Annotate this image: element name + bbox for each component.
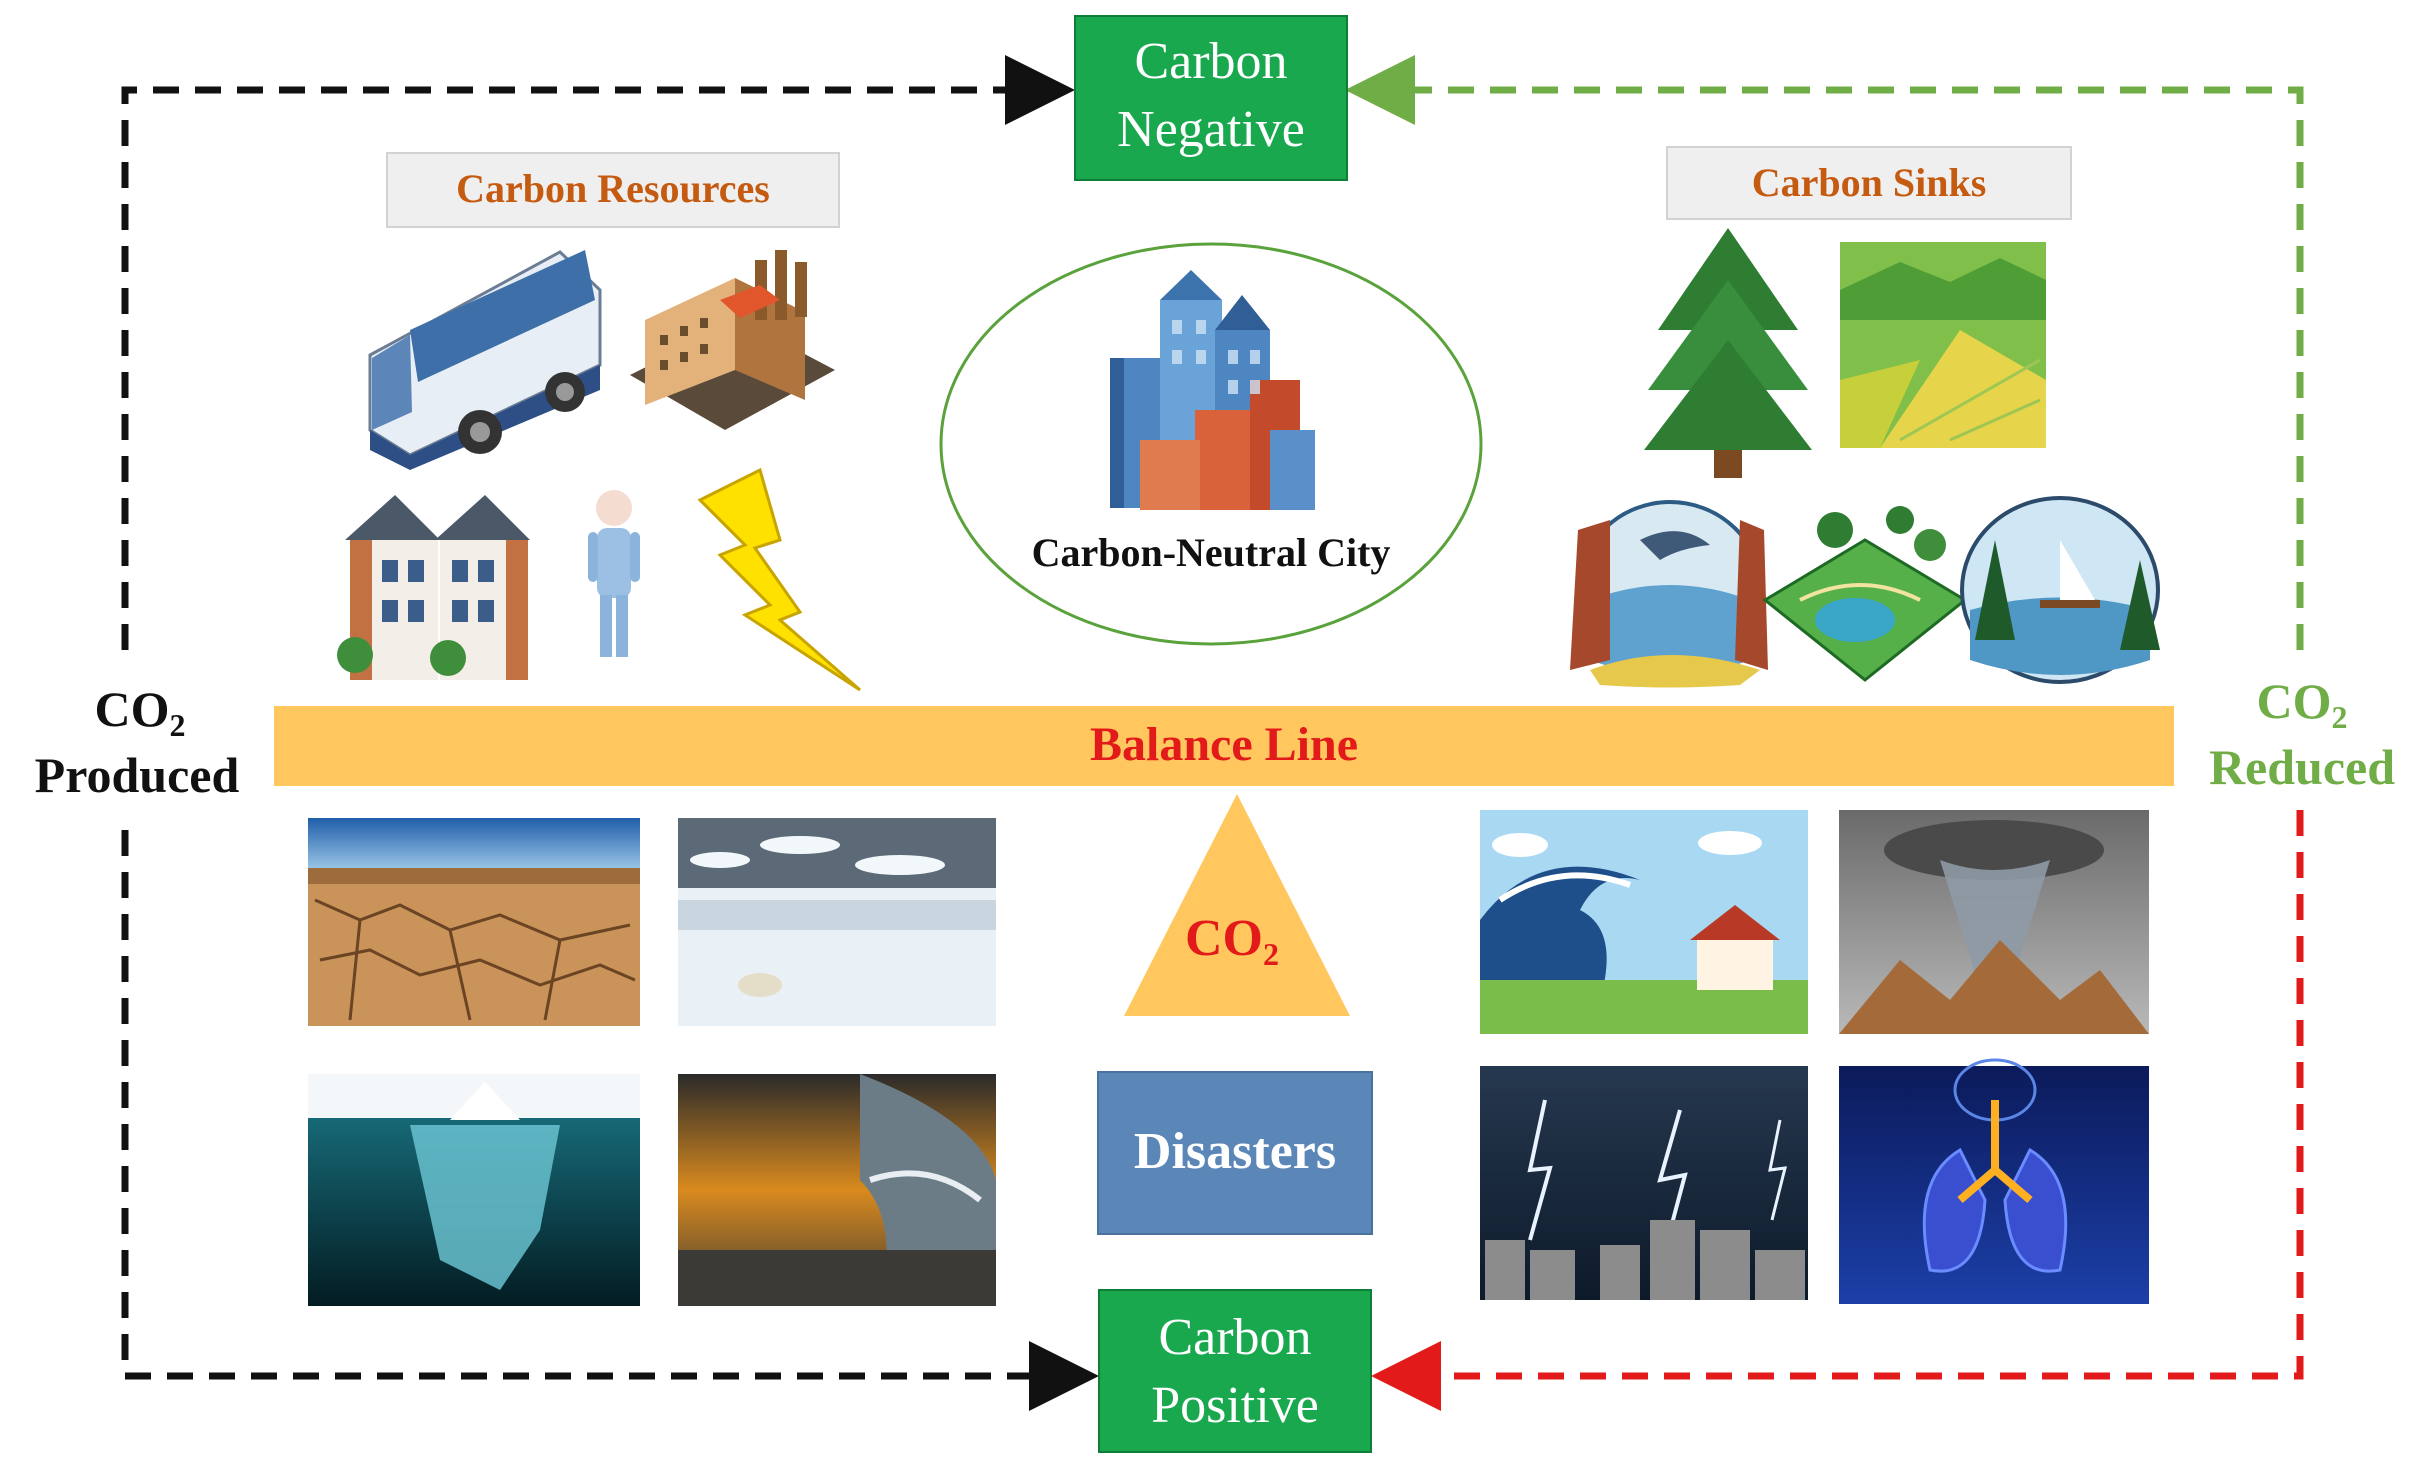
co2-produced-base: CO bbox=[95, 681, 170, 737]
lung-disease-image bbox=[1839, 1058, 2149, 1304]
co2-triangle-base: CO bbox=[1185, 910, 1263, 967]
co2-produced-label: CO2 Produced bbox=[10, 665, 260, 805]
farmland-icon bbox=[1840, 242, 2046, 448]
person-icon bbox=[588, 490, 640, 657]
co2-reduced-word: Reduced bbox=[2209, 739, 2395, 795]
carbon-positive-node: Carbon Positive bbox=[1098, 1289, 1372, 1453]
co2-reduced-loop-bottom bbox=[1371, 810, 2304, 1411]
carbon-neutral-city-node: Carbon-Neutral City bbox=[939, 242, 1483, 646]
co2-produced-sub: 2 bbox=[170, 707, 186, 743]
reduced-arrow-top bbox=[1345, 55, 2304, 650]
co2-triangle-node: CO2 bbox=[1124, 794, 1350, 1016]
factory-icon bbox=[630, 250, 835, 430]
lightning-icon bbox=[697, 467, 861, 692]
city-label: Carbon-Neutral City bbox=[1032, 530, 1391, 575]
melting-ice-image bbox=[678, 818, 996, 1026]
drought-image bbox=[308, 818, 640, 1026]
produced-arrow-bottom bbox=[121, 830, 1099, 1411]
flood-image bbox=[1480, 810, 1808, 1034]
tsunami-image bbox=[678, 1074, 996, 1306]
carbon-negative-line2: Negative bbox=[1117, 101, 1305, 158]
reduced-arrow-bottom bbox=[1371, 810, 2304, 1411]
disasters-label: Disasters bbox=[1134, 1123, 1336, 1180]
balance-line: Balance Line bbox=[274, 706, 2174, 786]
co2-reduced-label: CO2 Reduced bbox=[2196, 665, 2416, 805]
co2-produced-loop bbox=[121, 55, 1099, 1411]
svg-text:Carbon Resources: Carbon Resources bbox=[456, 166, 770, 211]
pine-tree-icon bbox=[1644, 228, 1812, 478]
svg-text:CO2: CO2 bbox=[2257, 673, 2348, 735]
co2-reduced-sub: 2 bbox=[2332, 699, 2348, 735]
co2-produced-word: Produced bbox=[35, 747, 240, 803]
houses-icon bbox=[337, 495, 530, 680]
svg-text:CO2: CO2 bbox=[1185, 910, 1279, 972]
carbon-positive-line2: Positive bbox=[1151, 1377, 1319, 1434]
co2-triangle-sub: 2 bbox=[1263, 936, 1279, 972]
svg-text:Carbon Sinks: Carbon Sinks bbox=[1752, 160, 1987, 205]
lake-forest-icon bbox=[1960, 496, 2160, 684]
ocean-icon bbox=[1570, 500, 1768, 688]
balance-line-label: Balance Line bbox=[1090, 718, 1358, 771]
svg-text:CO2: CO2 bbox=[95, 681, 186, 743]
carbon-positive-line1: Carbon bbox=[1158, 1309, 1311, 1366]
carbon-negative-line1: Carbon bbox=[1134, 33, 1287, 90]
produced-arrow-top bbox=[121, 55, 1075, 650]
co2-reduced-base: CO bbox=[2257, 673, 2332, 729]
tornado-image bbox=[1839, 810, 2149, 1034]
iceberg-image bbox=[308, 1074, 640, 1306]
carbon-resources-label: Carbon Resources bbox=[386, 152, 840, 228]
co2-reduced-loop-top bbox=[1345, 55, 2304, 650]
disasters-node: Disasters bbox=[1097, 1071, 1373, 1235]
carbon-sinks-label: Carbon Sinks bbox=[1666, 146, 2072, 220]
bus-icon bbox=[368, 250, 602, 470]
wetland-park-icon bbox=[1762, 506, 1968, 682]
carbon-negative-node: Carbon Negative bbox=[1074, 15, 1348, 181]
lightning-storm-image bbox=[1480, 1066, 1808, 1300]
city-skyline-icon bbox=[1110, 270, 1315, 510]
